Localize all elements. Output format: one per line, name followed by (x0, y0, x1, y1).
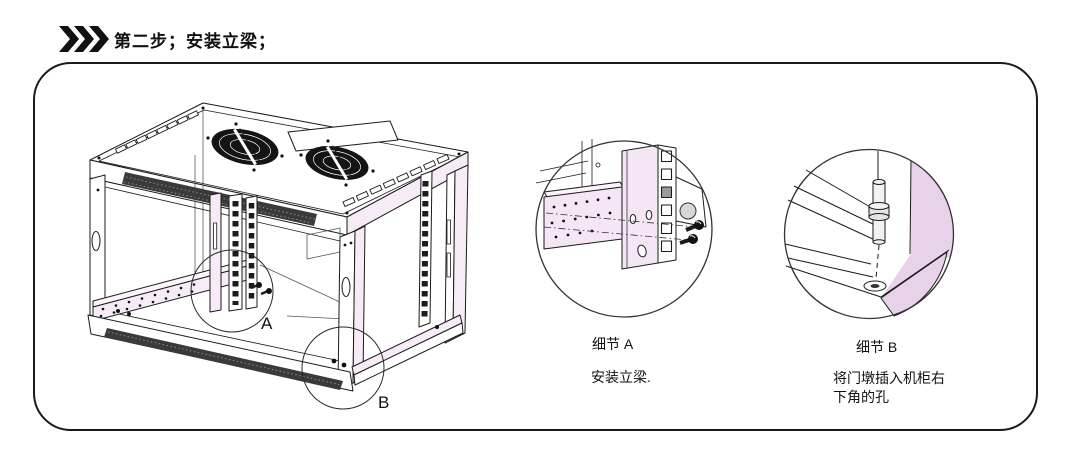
corner-hole (863, 280, 887, 292)
detail-a-screws (679, 220, 704, 245)
cabinet-illustration: A B (87, 102, 469, 412)
top-left-vent-slots (115, 110, 199, 154)
callout-circle-b (301, 326, 385, 410)
detail-b-description: 将门墩插入机柜右 下角的孔 (833, 369, 945, 407)
bottom-mesh-strip (104, 328, 343, 390)
top-right-vent-slots (342, 154, 450, 207)
detail-a-description: 安装立梁. (591, 369, 651, 385)
callout-a-label: A (261, 314, 273, 333)
detail-a-circle (535, 140, 713, 318)
detail-b-corner-face (880, 251, 948, 317)
detail-b-circle (783, 148, 955, 320)
bottom-right-rail-face (353, 322, 464, 386)
detail-a-plate-hole (679, 202, 697, 220)
detail-b-description-line2: 下角的孔 (833, 389, 889, 405)
mounting-rails (209, 192, 258, 313)
door-pin (868, 151, 890, 245)
bottom-right-rail-top (351, 314, 463, 376)
right-front-post (337, 230, 356, 389)
callout-b-label: B (378, 393, 389, 412)
triple-chevron-right-icon (59, 26, 109, 52)
rail-screws (250, 282, 272, 296)
detail-a-beam (543, 181, 624, 250)
step-title: 第二步；安装立梁； (114, 32, 276, 51)
detail-a-side-plate (675, 176, 707, 228)
left-post-handle-hole (91, 231, 101, 251)
detail-b-description-line1: 将门墩插入机柜右 (833, 370, 945, 386)
detail-a-caption: 细节 A (592, 336, 634, 352)
detail-a-rail (621, 144, 677, 270)
fan-left (206, 122, 284, 172)
right-interior-rail (418, 170, 433, 328)
top-cable-cutout (287, 120, 399, 152)
detail-a-illustration (535, 139, 713, 318)
callout-circle-a (190, 249, 274, 333)
right-post-handle-hole (341, 277, 351, 297)
step-header (59, 24, 109, 54)
right-front-post-side (352, 225, 366, 384)
detail-b-illustration (783, 148, 955, 320)
right-back-post (452, 164, 469, 340)
detail-b-caption: 细节 B (856, 339, 898, 355)
fan-right (299, 139, 375, 187)
